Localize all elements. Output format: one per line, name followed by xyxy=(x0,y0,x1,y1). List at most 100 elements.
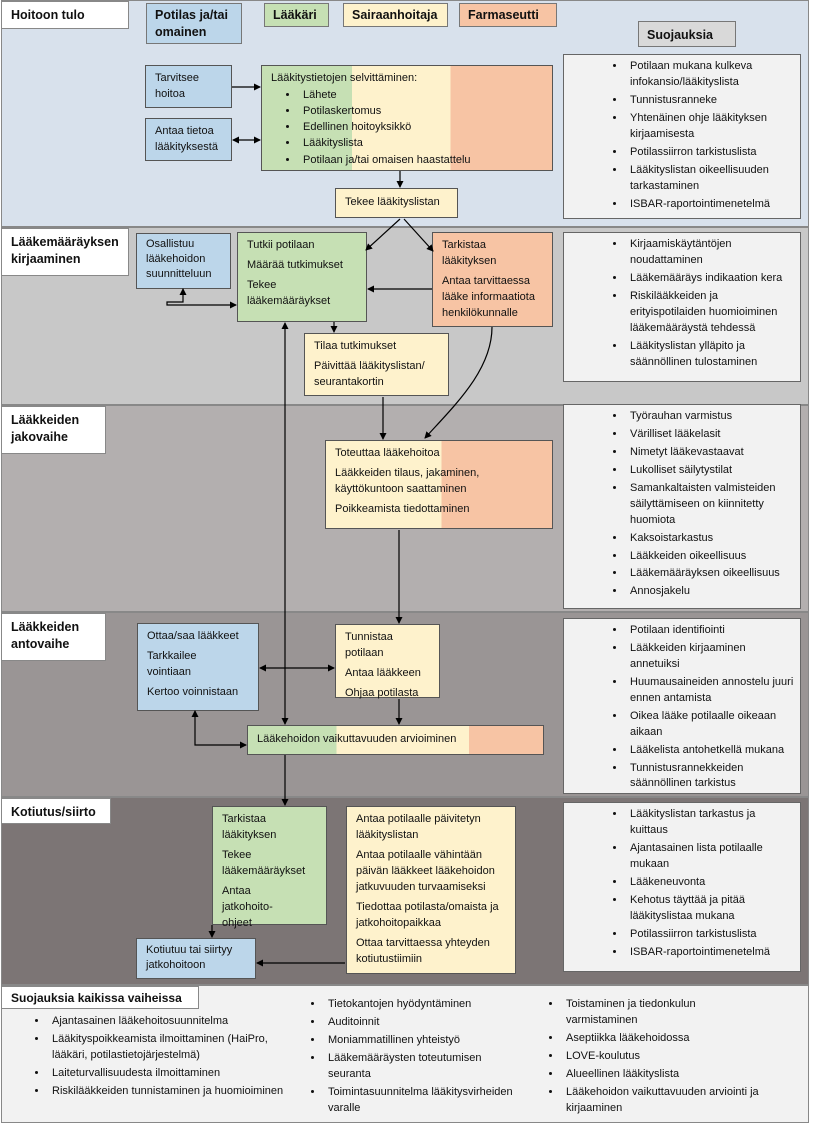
all-stages-item: Alueellinen lääkityslista xyxy=(562,1067,764,1083)
doctor-discharge-line: Tarkistaa lääkityksen xyxy=(222,813,277,841)
med-info-item: Edellinen hoitoyksikkö xyxy=(299,119,543,135)
all-stages-item: Aseptiikka lääkehoidossa xyxy=(562,1031,764,1047)
stage-title-administration: Lääkkeiden antovaihe xyxy=(1,613,106,661)
safeguard-item: Kirjaamiskäytäntöjen noudattaminen xyxy=(626,237,794,269)
safeguard-item: Ajantasainen lista potilaalle mukaan xyxy=(626,841,794,873)
med-info-list: Lähete Potilaskertomus Edellinen hoitoyk… xyxy=(271,87,543,168)
safeguard-item: Lääkkeiden kirjaaminen annetuiksi xyxy=(626,641,794,673)
all-stages-col2: Tietokantojen hyödyntäminen Auditoinnit … xyxy=(276,997,521,1119)
nurse-discharge-line: Ottaa tarvittaessa yhteyden kotiutustiim… xyxy=(356,936,490,965)
safeguard-item: Riskilääkkeiden ja erityispotilaiden huo… xyxy=(626,289,794,337)
legend-pharmacist: Farmaseutti xyxy=(459,3,557,27)
all-stages-title: Suojauksia kaikissa vaiheissa xyxy=(1,986,199,1009)
med-info-item: Potilaskertomus xyxy=(299,103,543,119)
all-stages-item: Toimintasuunnitelma lääkitysvirheiden va… xyxy=(324,1085,521,1117)
safeguard-item: Huumausaineiden annostelu juuri ennen an… xyxy=(626,675,794,707)
doctor-exam-line: Tutkii potilaan xyxy=(247,239,315,251)
all-stages-item: Tietokantojen hyödyntäminen xyxy=(324,997,521,1013)
implements-line: Poikkeamista tiedottaminen xyxy=(335,502,470,515)
all-stages-item: Lääkityspoikkeamista ilmoittaminen (HaiP… xyxy=(48,1032,290,1064)
box-gives-info: Antaa tietoa lääkityksestä xyxy=(145,118,232,161)
med-info-title: Lääkitystietojen selvittäminen: xyxy=(271,72,418,84)
all-stages-col1: Ajantasainen lääkehoitosuunnitelma Lääki… xyxy=(0,1014,290,1102)
implements-line: Lääkkeiden tilaus, jakaminen, käyttökunt… xyxy=(335,466,480,495)
safeguard-item: Oikea lääke potilaalle oikeaan aikaan xyxy=(626,709,794,741)
all-stages-item: Auditoinnit xyxy=(324,1015,521,1031)
nurse-admin-line: Ohjaa potilasta xyxy=(345,686,419,699)
stage-title-discharge: Kotiutus/siirto xyxy=(1,798,111,824)
doctor-exam-line: Määrää tutkimukset xyxy=(247,258,343,271)
safeguard-item: Yhtenäinen ohje lääkityksen kirjaamisest… xyxy=(626,111,794,143)
safeguard-item: Lääkityslistan ylläpito ja säännöllinen … xyxy=(626,339,794,371)
patient-admin-line: Kertoo voinnistaan xyxy=(147,685,239,698)
nurse-discharge-line: Antaa potilaalle päivitetyn lääkityslist… xyxy=(356,813,481,841)
all-stages-item: Laiteturvallisuudesta ilmoittaminen xyxy=(48,1066,290,1082)
nurse-admin-line: Tunnistaa potilaan xyxy=(345,631,393,659)
box-orders-tests: Tilaa tutkimukset Päivittää lääkityslist… xyxy=(304,333,449,396)
safeguard-item: Potilassiirron tarkistuslista xyxy=(626,145,794,161)
box-implements: Toteuttaa lääkehoitoa Lääkkeiden tilaus,… xyxy=(325,440,553,529)
patient-admin-line: Ottaa/saa lääkkeet xyxy=(147,630,239,642)
safeguard-item: Lääkeneuvonta xyxy=(626,875,794,891)
legend-safeguards: Suojauksia xyxy=(638,21,736,47)
doctor-discharge-line: Antaa jatkohoito-ohjeet xyxy=(222,884,273,929)
legend-patient: Potilas ja/tai omainen xyxy=(146,3,242,44)
all-stages-col3: Toistaminen ja tiedonkulun varmistaminen… xyxy=(514,997,764,1119)
pharm-check-line: Tarkistaa lääkityksen xyxy=(442,239,497,267)
box-needs-care: Tarvitsee hoitoa xyxy=(145,65,232,108)
all-stages-item: LOVE-koulutus xyxy=(562,1049,764,1065)
box-pharm-check: Tarkistaa lääkityksen Antaa tarvittaessa… xyxy=(432,232,553,327)
safeguards-discharge: Lääkityslistan tarkastus ja kuittaus Aja… xyxy=(563,802,801,972)
med-info-item: Lääkityslista xyxy=(299,135,543,151)
box-makes-list: Tekee lääkityslistan xyxy=(335,188,458,218)
box-nurse-admin: Tunnistaa potilaan Antaa lääkkeen Ohjaa … xyxy=(335,624,440,699)
safeguard-item: Nimetyt lääkevastaavat xyxy=(626,445,794,461)
safeguard-item: Annosjakelu xyxy=(626,584,794,600)
box-evaluation: Lääkehoidon vaikuttavuuden arvioiminen xyxy=(247,725,544,755)
safeguards-administration: Potilaan identifiointi Lääkkeiden kirjaa… xyxy=(563,618,801,794)
safeguard-item: Kaksoistarkastus xyxy=(626,531,794,547)
stage-title-prescription: Lääkemääräyksen kirjaaminen xyxy=(1,228,129,276)
arrow-list-to-pharm xyxy=(403,218,434,252)
box-med-info: Lääkitystietojen selvittäminen: Lähete P… xyxy=(261,65,553,171)
patient-admin-line: Tarkkailee vointiaan xyxy=(147,649,197,678)
stage-title-dispensing: Lääkkeiden jakovaihe xyxy=(1,406,106,454)
box-nurse-discharge: Antaa potilaalle päivitetyn lääkityslist… xyxy=(346,806,516,974)
doctor-discharge-line: Tekee lääkemääräykset xyxy=(222,848,306,877)
safeguard-item: Tunnistusrannekkeiden säännöllinen tarki… xyxy=(626,761,794,793)
doctor-exam-line: Tekee lääkemääräykset xyxy=(247,278,331,307)
legend-doctor: Lääkäri xyxy=(264,3,329,27)
arrow-participate-doctor xyxy=(166,288,237,309)
safeguard-item: ISBAR-raportointimenetelmä xyxy=(626,197,794,213)
safeguard-item: Työrauhan varmistus xyxy=(626,409,794,425)
safeguard-item: Lukolliset säilytystilat xyxy=(626,463,794,479)
all-stages-item: Moniammatillinen yhteistyö xyxy=(324,1033,521,1049)
safeguard-item: Samankaltaisten valmisteiden säilyttämis… xyxy=(626,481,794,529)
safeguard-item: ISBAR-raportointimenetelmä xyxy=(626,945,794,961)
safeguard-item: Lääkityslistan oikeellisuuden tarkastami… xyxy=(626,163,794,195)
box-doctor-discharge: Tarkistaa lääkityksen Tekee lääkemääräyk… xyxy=(212,806,327,929)
all-stages-item: Toistaminen ja tiedonkulun varmistaminen xyxy=(562,997,764,1029)
med-info-item: Potilaan ja/tai omaisen haastattelu xyxy=(299,152,543,168)
all-stages-item: Lääkehoidon vaikuttavuuden arviointi ja … xyxy=(562,1085,764,1117)
implements-line: Toteuttaa lääkehoitoa xyxy=(335,447,440,459)
safeguard-item: Lääkemääräyksen oikeellisuus xyxy=(626,566,794,582)
stage-title-admission: Hoitoon tulo xyxy=(1,1,129,29)
nurse-admin-line: Antaa lääkkeen xyxy=(345,666,421,679)
safeguard-item: Lääkityslistan tarkastus ja kuittaus xyxy=(626,807,794,839)
safeguard-item: Potilassiirron tarkistuslista xyxy=(626,927,794,943)
med-info-item: Lähete xyxy=(299,87,543,103)
safeguards-admission: Potilaan mukana kulkeva infokansio/lääki… xyxy=(563,54,801,219)
orders-tests-line: Tilaa tutkimukset xyxy=(314,340,397,352)
safeguards-prescription: Kirjaamiskäytäntöjen noudattaminen Lääke… xyxy=(563,232,801,382)
box-doctor-exam: Tutkii potilaan Määrää tutkimukset Tekee… xyxy=(237,232,367,322)
all-stages-item: Riskilääkkeiden tunnistaminen ja huomioi… xyxy=(48,1084,290,1100)
safeguards-dispensing: Työrauhan varmistus Värilliset lääkelasi… xyxy=(563,404,801,609)
safeguard-item: Lääkkeiden oikeellisuus xyxy=(626,549,794,565)
box-patient-admin: Ottaa/saa lääkkeet Tarkkailee vointiaan … xyxy=(137,623,259,711)
pharm-check-line: Antaa tarvittaessa lääke informaatiota h… xyxy=(442,274,535,319)
arrow-list-to-doctor xyxy=(365,218,401,251)
safeguard-item: Kehotus täyttää ja pitää lääkityslistaa … xyxy=(626,893,794,925)
safeguard-item: Lääkelista antohetkellä mukana xyxy=(626,743,794,759)
